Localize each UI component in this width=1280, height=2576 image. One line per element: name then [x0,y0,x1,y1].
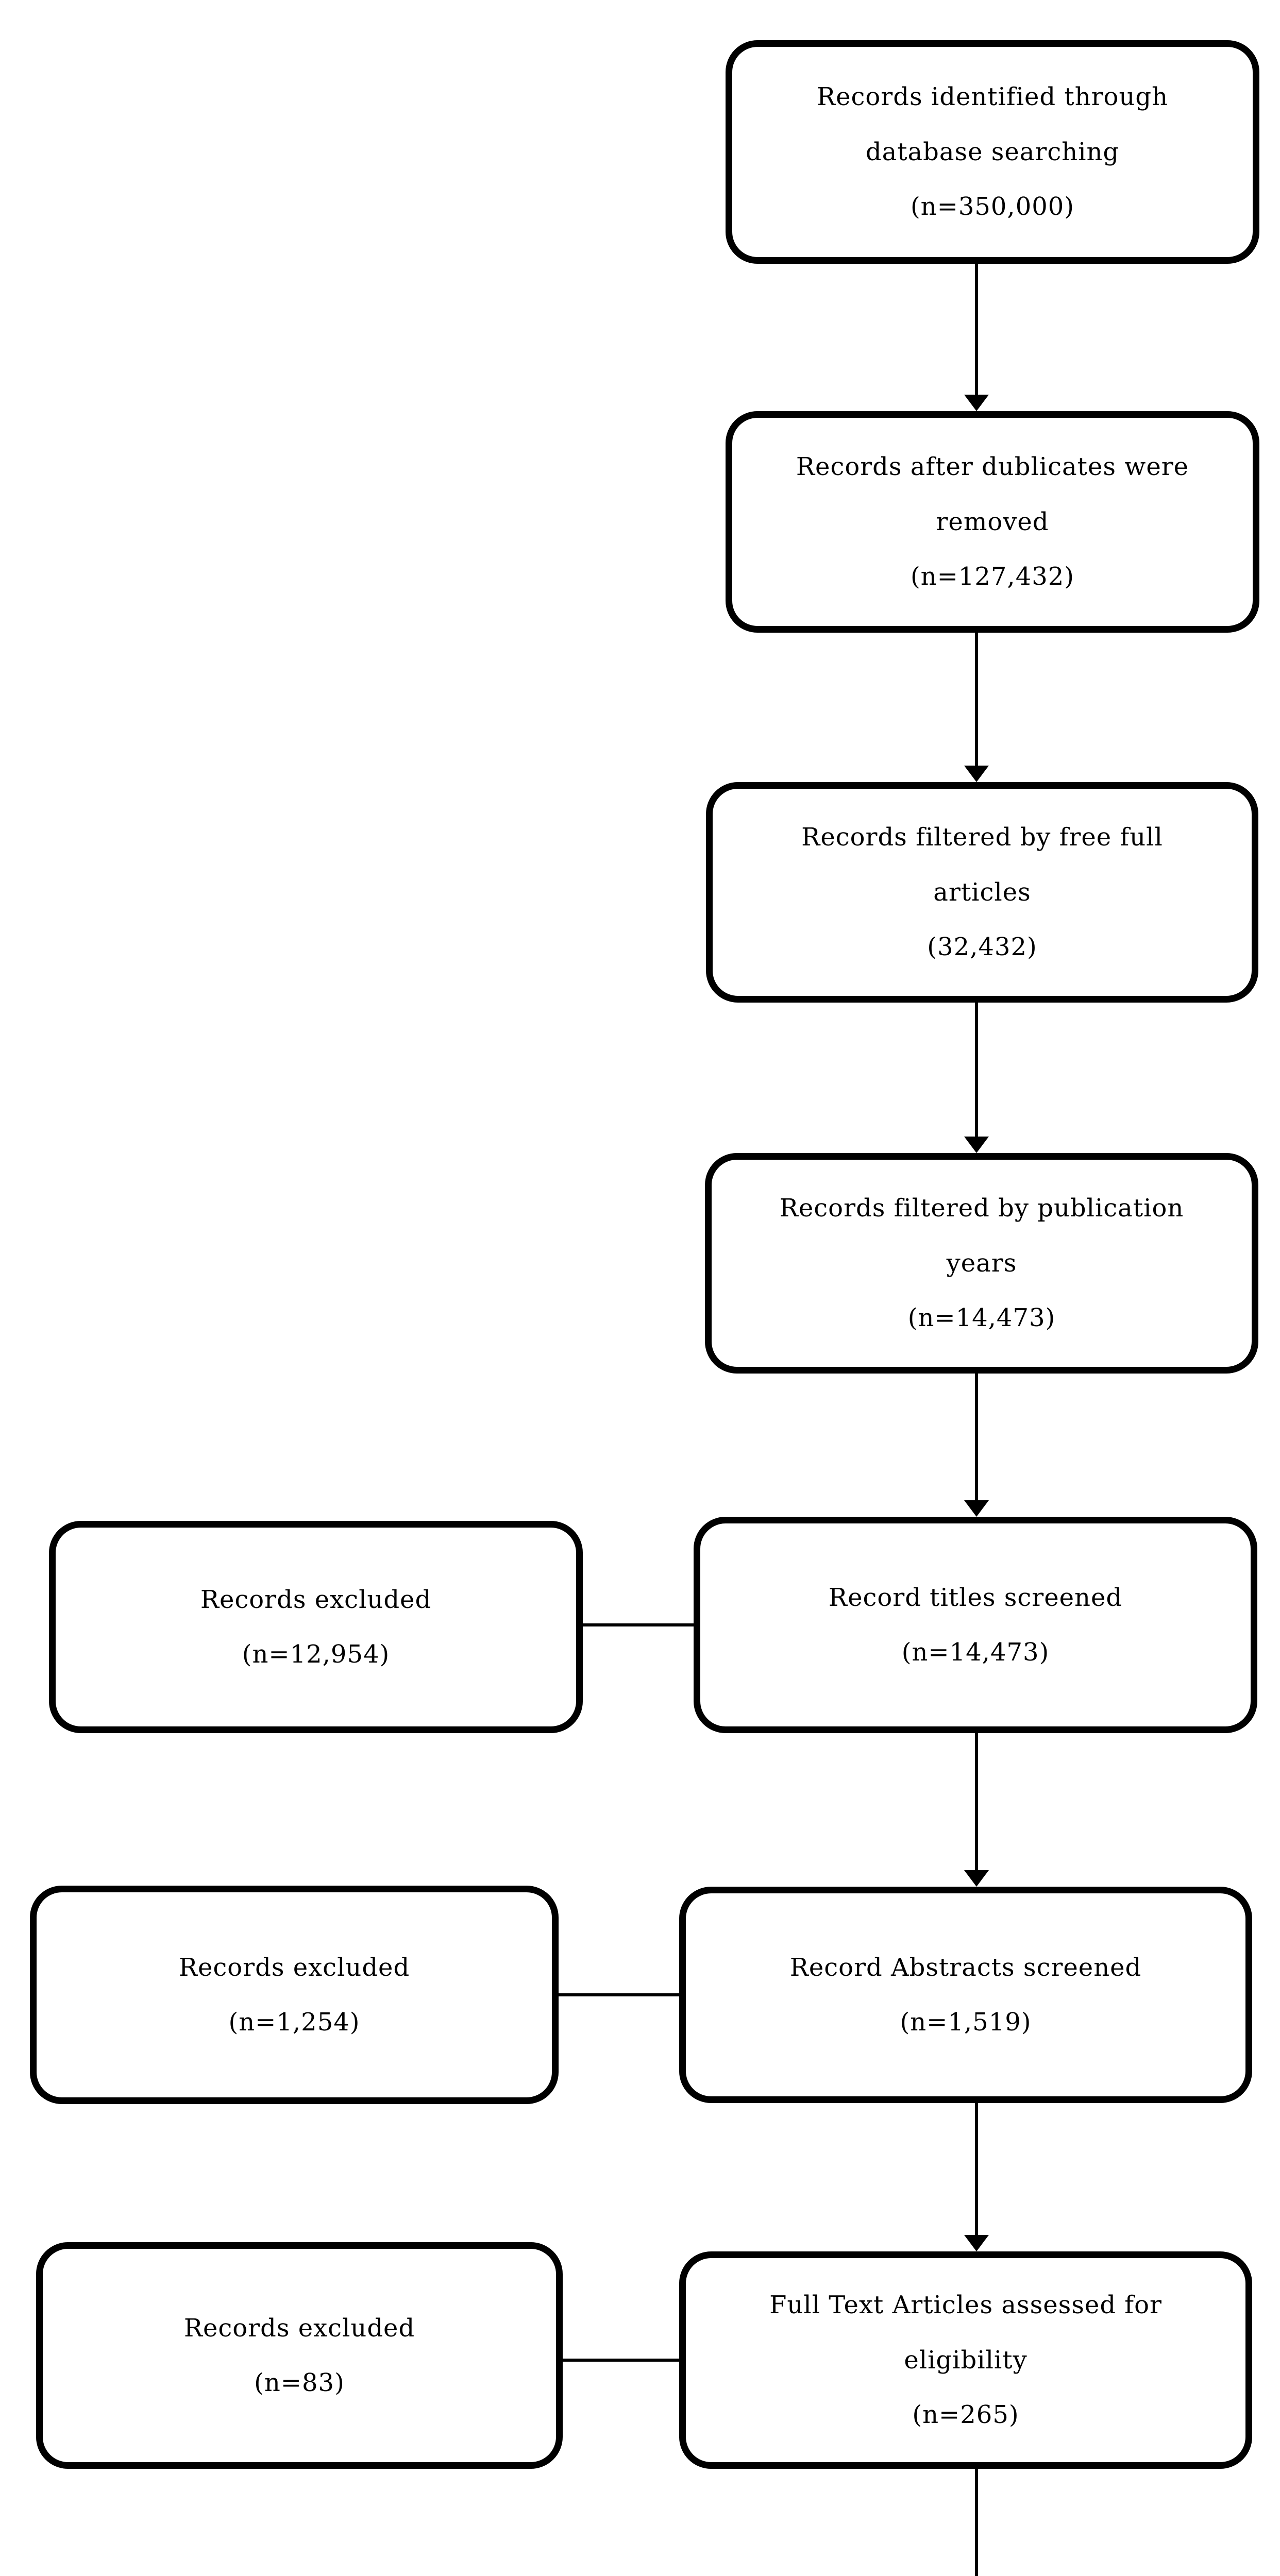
arrow-shaft [975,2469,978,2576]
box-text-line: (n=83) [254,2368,345,2397]
arrow-shaft [975,1374,978,1501]
box-text-line: (n=14,473) [901,1638,1050,1667]
box-free-full-articles: Records filtered by free full articles (… [706,782,1258,1003]
arrow-shaft [975,2103,978,2236]
down-arrow-3 [964,1003,989,1153]
box-text-line: (n=1,254) [228,2008,360,2037]
box-publication-years: Records filtered by publication years (n… [705,1153,1258,1374]
box-text-line: Records excluded [178,1953,410,1982]
box-records-identified: Records identified through database sear… [726,40,1259,264]
box-fulltext-assessed: Full Text Articles assessed for eligibil… [679,2251,1252,2469]
box-text-line: Record Abstracts screened [789,1953,1142,1982]
box-text-line: Records filtered by free full [801,823,1163,852]
box-text-line: eligibility [904,2345,1028,2375]
box-records-excluded-fulltext: Records excluded (n=83) [36,2242,563,2469]
box-text-line: Records excluded [200,1585,432,1614]
box-text-line: (32,432) [927,933,1037,962]
down-arrow-6 [964,2103,989,2251]
box-records-excluded-titles: Records excluded (n=12,954) [49,1521,583,1733]
down-arrow-7 [964,2469,989,2576]
arrow-head-icon [964,2235,989,2251]
box-text-line: (n=1,519) [900,2008,1032,2037]
box-text-line: articles [933,877,1031,907]
box-abstracts-screened: Record Abstracts screened (n=1,519) [679,1887,1252,2103]
arrow-shaft [975,633,978,767]
arrow-head-icon [964,1137,989,1153]
box-text-line: (n=127,432) [910,562,1075,591]
down-arrow-5 [964,1733,989,1887]
arrow-head-icon [964,1870,989,1887]
box-records-excluded-abstracts: Records excluded (n=1,254) [30,1886,559,2104]
arrow-shaft [975,1733,978,1871]
box-text-line: years [946,1248,1017,1278]
arrow-head-icon [964,395,989,411]
box-text-line: removed [936,507,1049,536]
box-text-line: Records identified through [816,82,1169,112]
arrow-shaft [975,1003,978,1138]
arrow-shaft [975,264,978,396]
box-duplicates-removed: Records after dublicates were removed (n… [726,411,1259,633]
connector-excluded-fulltext [563,2359,679,2362]
arrow-head-icon [964,766,989,782]
arrow-head-icon [964,1500,989,1517]
box-text-line: (n=14,473) [907,1303,1056,1333]
box-text-line: Record titles screened [828,1583,1123,1612]
box-text-line: (n=12,954) [242,1640,390,1669]
down-arrow-4 [964,1374,989,1517]
box-text-line: (n=265) [912,2400,1019,2430]
down-arrow-2 [964,633,989,782]
box-text-line: Records excluded [183,2313,415,2343]
box-text-line: Records after dublicates were [796,452,1189,482]
box-text-line: database searching [865,137,1120,166]
box-titles-screened: Record titles screened (n=14,473) [694,1517,1257,1733]
down-arrow-1 [964,264,989,411]
connector-excluded-abstracts [559,1993,679,1996]
connector-excluded-titles [583,1623,694,1626]
box-text-line: (n=350,000) [910,192,1075,222]
box-text-line: Records filtered by publication [779,1194,1184,1223]
box-text-line: Full Text Articles assessed for [769,2291,1162,2320]
